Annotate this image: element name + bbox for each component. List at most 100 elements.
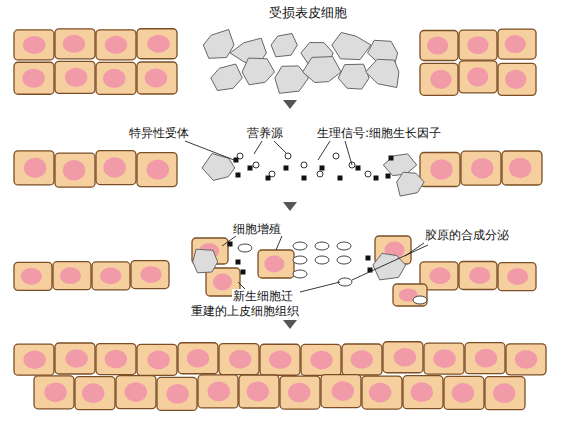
nutrient xyxy=(253,162,259,168)
collagen xyxy=(337,242,351,250)
epithelial-cell xyxy=(362,376,402,409)
epithelial-cell xyxy=(465,343,505,374)
leader-line xyxy=(352,245,428,280)
collagen xyxy=(315,242,329,250)
epithelial-cell xyxy=(403,376,443,409)
epithelial-cell xyxy=(342,344,382,375)
epithelial-cell xyxy=(459,30,497,60)
cell-nucleus xyxy=(369,383,391,403)
damaged-cell xyxy=(211,64,243,91)
step-arrow xyxy=(283,202,297,211)
growth-factor xyxy=(338,176,343,181)
growth-factor xyxy=(386,174,391,179)
callout-label: 重建的上皮细胞组织 xyxy=(190,304,300,318)
cell-nucleus xyxy=(509,158,531,178)
cell-nucleus xyxy=(105,36,127,54)
cell-nucleus xyxy=(140,266,161,283)
epithelial-cell xyxy=(178,343,218,374)
cell-nucleus xyxy=(147,159,169,179)
epithelial-cell xyxy=(75,377,115,410)
epithelial-cell xyxy=(420,63,458,95)
cell-nucleus xyxy=(147,35,169,53)
cell-nucleus xyxy=(63,35,85,53)
damaged-cell xyxy=(383,154,416,176)
damaged-cell xyxy=(332,33,371,60)
epithelial-cell xyxy=(14,151,54,185)
damaged-cell xyxy=(397,172,425,196)
damaged-cell xyxy=(271,34,297,57)
cell-nucleus xyxy=(469,267,490,284)
collagen xyxy=(337,256,351,264)
step-arrow xyxy=(283,100,297,109)
epithelial-cell xyxy=(424,343,464,374)
callout-label: 胶原的合成分泌 xyxy=(424,228,510,242)
cell-nucleus xyxy=(63,160,85,180)
damaged-cell xyxy=(338,64,369,89)
epithelial-cell xyxy=(459,262,497,290)
growth-factor xyxy=(356,166,361,171)
epithelial-cell xyxy=(137,29,177,59)
nutrient xyxy=(317,171,323,177)
cell-nucleus xyxy=(429,267,450,284)
cell-nucleus xyxy=(166,384,188,404)
epithelial-cell xyxy=(55,153,95,187)
cell-nucleus xyxy=(411,382,433,402)
leader-line xyxy=(222,236,236,246)
cell-nucleus xyxy=(351,350,373,369)
nutrient xyxy=(301,162,307,168)
leader-line xyxy=(318,141,330,160)
cell-nucleus xyxy=(147,351,169,370)
damaged-cell xyxy=(193,249,218,273)
epithelial-cell xyxy=(55,343,95,374)
epithelial-cell xyxy=(506,344,546,375)
epithelial-cell xyxy=(459,61,497,93)
epithelial-cell xyxy=(116,376,156,409)
damaged-cell xyxy=(203,30,234,59)
cell-nucleus xyxy=(23,36,45,54)
cell-nucleus xyxy=(23,350,45,369)
cell-nucleus xyxy=(505,70,526,89)
cell-nucleus xyxy=(493,383,515,403)
cell-nucleus xyxy=(21,268,42,285)
epithelial-cell xyxy=(420,31,458,61)
cell-nucleus xyxy=(103,157,125,177)
collagen xyxy=(413,296,427,304)
epithelial-cell xyxy=(198,375,238,408)
epithelial-cell xyxy=(53,262,91,290)
leader-line xyxy=(274,141,286,153)
cell-nucleus xyxy=(467,67,488,86)
growth-factor xyxy=(284,166,289,171)
cell-nucleus xyxy=(394,348,416,367)
epithelial-cell xyxy=(461,151,501,185)
epithelial-cell xyxy=(137,153,177,187)
cell-nucleus xyxy=(65,349,87,368)
epithelial-cell xyxy=(219,344,259,375)
cell-nucleus xyxy=(229,350,251,369)
cell-nucleus xyxy=(505,35,526,53)
damaged-cell xyxy=(366,59,399,87)
epithelial-cell xyxy=(393,284,427,306)
collagen xyxy=(238,244,252,252)
epithelial-cell xyxy=(239,375,279,408)
growth-factor xyxy=(234,158,239,163)
cell-nucleus xyxy=(427,37,448,55)
leader-line xyxy=(345,141,352,165)
callout-label: 细胞增殖 xyxy=(232,222,282,236)
epithelial-cell xyxy=(34,376,74,409)
cell-nucleus xyxy=(103,69,125,88)
cell-nucleus xyxy=(247,382,269,402)
epithelial-cell xyxy=(96,30,136,60)
growth-factor xyxy=(228,242,233,247)
cell-nucleus xyxy=(515,350,537,369)
epithelial-cell xyxy=(280,376,320,409)
cell-nucleus xyxy=(125,382,147,402)
collagen xyxy=(338,278,352,286)
cell-nucleus xyxy=(475,349,497,368)
epithelial-cell xyxy=(96,344,136,375)
cell-nucleus xyxy=(310,351,332,370)
cell-nucleus xyxy=(208,382,230,402)
growth-factor xyxy=(236,260,241,265)
collagen xyxy=(293,270,307,278)
epithelial-cell xyxy=(55,29,95,59)
